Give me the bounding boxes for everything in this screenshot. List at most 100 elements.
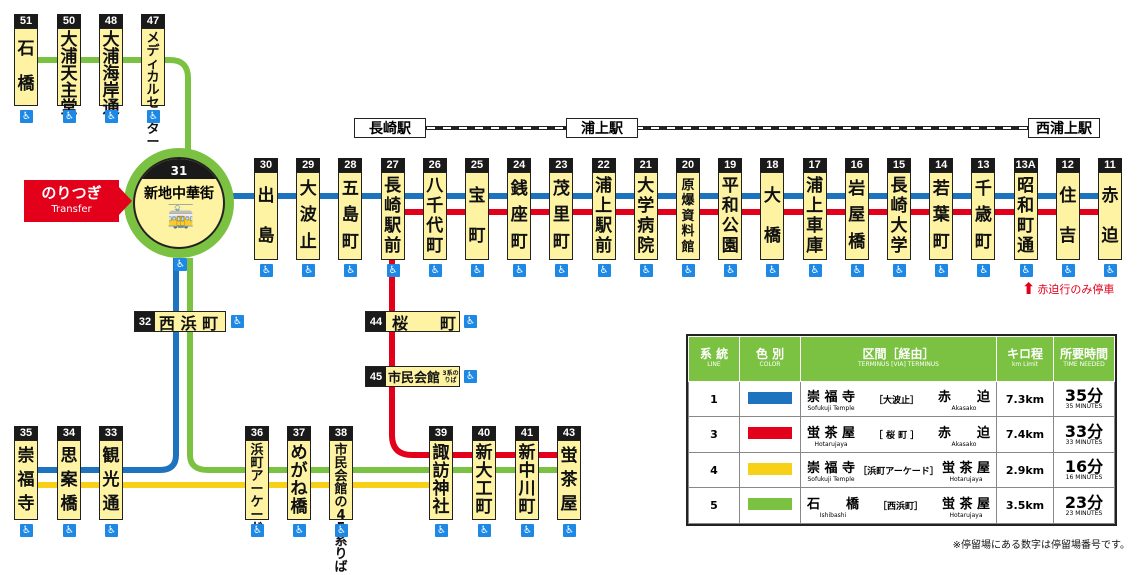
station-number: 44 (366, 312, 386, 331)
transfer-arrow-icon (118, 186, 132, 216)
station-name-char: 崎 (384, 195, 402, 216)
station-name-char: 館 (334, 482, 348, 497)
station-name-char: 訪 (432, 460, 450, 481)
station-name-char: 千 (974, 178, 992, 199)
accessible-icon: ♿ (20, 110, 33, 123)
station-name-char: ー (146, 135, 160, 150)
station-name-char: 町 (932, 232, 950, 253)
station-38[interactable]: 38市民会館の45系りば (329, 426, 353, 574)
hub-station[interactable]: 31 新地中華街 🚋 (124, 148, 234, 258)
station-name-char: 町 (974, 232, 992, 253)
accessible-icon: ♿ (521, 524, 534, 537)
station-name-char: 出 (257, 185, 275, 206)
station-name-char: カ (146, 70, 160, 85)
station-name-box: 若葉町 (929, 172, 954, 260)
station-name-box: 出島 (254, 172, 278, 260)
station-name-char: 波 (299, 205, 317, 226)
station-name-char: ね (290, 478, 308, 499)
station-name-char: 茂 (552, 178, 570, 199)
station-name-char: 迫 (1101, 225, 1119, 246)
station-44[interactable]: 44 桜 町 (365, 311, 460, 333)
station-name-box: めがね橋 (287, 440, 311, 520)
station-name-box: 長崎駅前 (380, 172, 405, 260)
station-name-char: 浦 (595, 175, 613, 196)
station-name-char: 若 (932, 178, 950, 199)
station-name-char: 住 (1059, 185, 1077, 206)
station-name-box: 石橋 (14, 28, 38, 106)
station-name-char: 福 (17, 469, 35, 490)
accessible-icon: ♿ (478, 524, 491, 537)
station-name-char: 民 (334, 456, 348, 471)
station-45[interactable]: 45 市民会館 3系のりば (365, 366, 460, 387)
station-32[interactable]: 32 西 浜 町 (134, 311, 226, 333)
station-name: 桜 町 (392, 313, 457, 333)
station-number: 43 (557, 426, 581, 440)
up-arrow-icon: ⬆ (1022, 279, 1036, 298)
station-name-box: 浦上駅前 (591, 172, 616, 260)
accessible-icon: ♿ (893, 264, 906, 277)
station-name-char: ー (250, 482, 264, 497)
station-number: 26 (422, 158, 447, 172)
station-name-char: 座 (510, 205, 528, 226)
station-name-char: 前 (384, 235, 402, 256)
station-name-char: 崎 (890, 195, 908, 216)
station-name-char: 浦 (102, 47, 120, 67)
station-name-char: 庫 (806, 235, 824, 256)
station-number: 32 (135, 312, 155, 331)
akasako-only-note: ⬆ 赤迫行のみ停車 (1022, 279, 1114, 298)
station-name-char: の (334, 495, 348, 510)
station-name-char: 浦 (60, 47, 78, 67)
accessible-icon: ♿ (293, 524, 306, 537)
station-name-char: ば (334, 560, 348, 575)
station-name-char: 駅 (595, 215, 613, 236)
station-name-char: デ (146, 44, 160, 59)
station-name-char: 上 (806, 195, 824, 216)
station-47[interactable]: 47メディカルセンター (141, 14, 165, 149)
accessible-icon: ♿ (428, 264, 442, 277)
station-name-char: 屋 (848, 205, 866, 226)
station-number: 23 (549, 158, 574, 172)
station-36[interactable]: 36浜町アーケード (245, 426, 269, 535)
station-name: 市民会館 (388, 371, 441, 386)
station-name-char: 町 (510, 232, 528, 253)
station-name-char: 通 (102, 493, 120, 514)
